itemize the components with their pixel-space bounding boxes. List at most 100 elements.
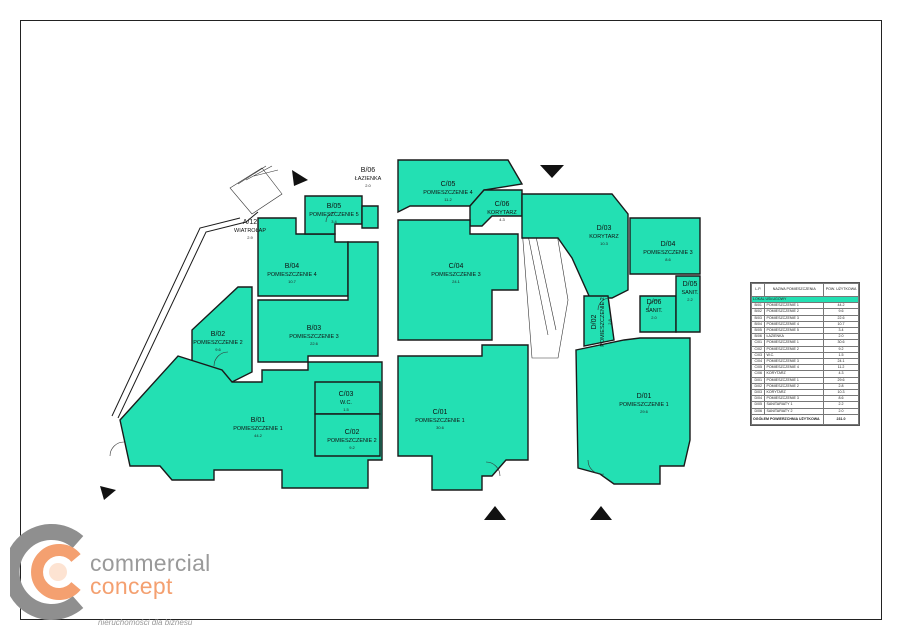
entry-arrow-nw	[292, 170, 308, 186]
door-b01-west	[109, 441, 125, 457]
legend-cell-area: 3.4	[823, 326, 859, 335]
entry-steps	[237, 165, 279, 185]
legend-cell-id: C/01	[750, 339, 766, 347]
room-C04	[397, 219, 519, 341]
room-name: SANIT.	[681, 290, 699, 296]
room-C01	[397, 344, 529, 491]
entry-arrow-west	[100, 486, 116, 500]
legend-cell-id: D/05	[750, 401, 766, 409]
room-id: B/06	[361, 167, 376, 174]
room-id: D/02	[591, 315, 598, 330]
legend-sum-label: OGÓŁEM POWIERZCHNIA UŻYTKOWA	[750, 413, 825, 425]
room-D02	[583, 295, 615, 347]
door-d01-entry	[587, 459, 605, 475]
legend-cell-id: C/05	[750, 364, 766, 372]
legend-header-lp: L.P.	[750, 283, 766, 297]
legend-cell-area: 2.8	[823, 382, 859, 391]
room-name: KORYTARZ	[487, 210, 517, 216]
room-id: C/01	[433, 409, 448, 416]
legend-cell-area: 9.6	[823, 308, 859, 316]
room-area: 11.2	[444, 197, 452, 202]
room-name: SANIT.	[645, 308, 663, 314]
legend-cell-id: D/03	[750, 389, 766, 397]
legend-cell-id: C/03	[750, 351, 766, 360]
room-labels: A/12WIATROŁAP2.9B/06ŁAZIENKA2.0B/05POMIE…	[193, 167, 699, 450]
room-area: 1.5	[343, 407, 349, 412]
room-area: 10.7	[288, 279, 297, 284]
room-name: POMIESZCZENIE 2	[600, 297, 606, 347]
room-name: KORYTARZ	[589, 234, 619, 240]
room-area: 22.6	[310, 341, 319, 346]
room-name: POMIESZCZENIE 5	[309, 212, 359, 218]
room-area: 4.3	[499, 217, 505, 222]
door-c01-entry	[485, 461, 501, 477]
room-id: B/03	[307, 325, 322, 332]
commercial-concept-logo: commercial concept nieruchomości dla biz…	[10, 520, 210, 630]
room-area: 30.6	[436, 425, 445, 430]
legend-cell-area: 44.2	[823, 302, 859, 310]
legend-sum-value: 231.0	[823, 413, 859, 425]
legend-cell-id: D/02	[750, 382, 766, 391]
entry-arrow-south-c	[484, 506, 506, 520]
room-id: D/04	[661, 241, 676, 248]
room-D05	[675, 275, 701, 333]
room-name: POMIESZCZENIE 2	[327, 438, 377, 444]
legend-cell-id: B/06	[750, 333, 766, 341]
room-area: 2.0	[651, 315, 657, 320]
room-id: C/03	[339, 391, 354, 398]
legend-cell-area: 4.3	[823, 370, 859, 378]
room-name: POMIESZCZENIE 1	[415, 418, 465, 424]
logo-word-commercial: commercial	[90, 550, 211, 576]
legend-cell-area: 2.0	[823, 333, 859, 341]
stair-lobby	[521, 227, 569, 359]
legend-cell-area: 24.1	[823, 358, 859, 366]
legend-cell-id: D/06	[750, 407, 766, 415]
room-D04	[629, 217, 701, 275]
room-label-C03: C/03W.C.1.5	[339, 391, 354, 412]
room-B06	[361, 205, 379, 229]
legend-cell-area: 10.7	[823, 320, 859, 329]
legend-section: LOKAL USŁUGOWY	[751, 295, 859, 304]
door-d02	[597, 297, 611, 311]
room-name: WIATROŁAP	[234, 228, 266, 234]
room-D01	[575, 337, 691, 485]
legend-header-name: NAZWA POMIESZCZENIA	[764, 283, 825, 297]
room-area: 2.0	[365, 183, 371, 188]
legend-cell-id: B/02	[750, 308, 766, 316]
logo-tagline: nieruchomości dla biznesu	[98, 618, 193, 627]
legend-cell-area: 29.6	[823, 376, 859, 384]
legend-cell-area: 8.6	[823, 395, 859, 403]
room-area: 8.6	[665, 257, 671, 262]
room-id: B/05	[327, 203, 342, 210]
room-C02	[314, 413, 381, 457]
legend-cell-area: 2.0	[823, 407, 859, 415]
room-area: 29.6	[640, 409, 649, 414]
door-b02	[213, 351, 229, 367]
logo-c-mark	[10, 524, 84, 620]
room-area: 2.9	[247, 235, 253, 240]
room-id: B/02	[211, 331, 226, 338]
legend-cell-area: 22.6	[823, 314, 859, 322]
legend-cell-id: B/01	[750, 302, 766, 310]
legend-cell-id: B/05	[750, 326, 766, 335]
legend-cell-id: C/02	[750, 345, 766, 353]
